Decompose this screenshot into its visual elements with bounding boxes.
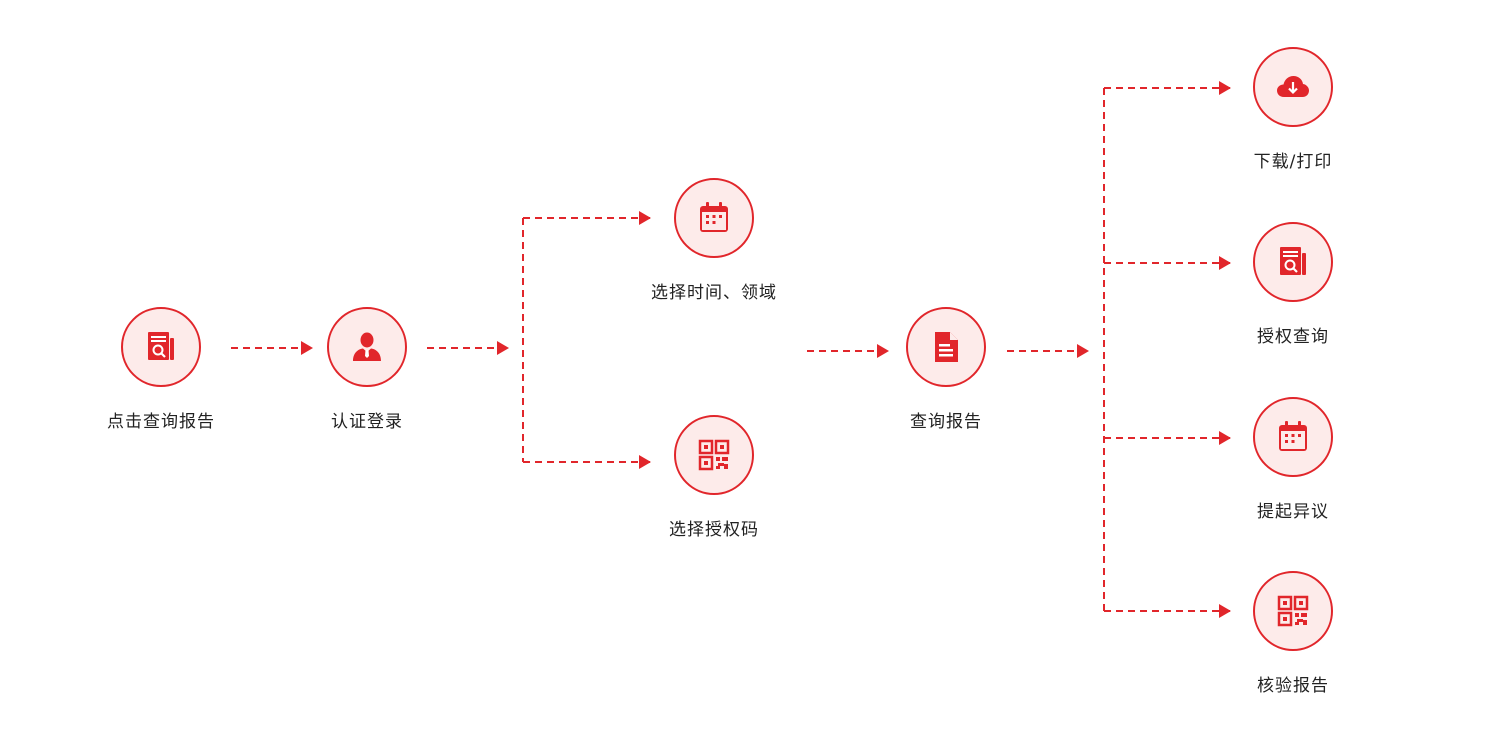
step-raise-objection[interactable]: 提起异议 xyxy=(1253,397,1333,522)
step-circle xyxy=(1253,47,1333,127)
report-search-icon xyxy=(1280,247,1306,275)
step-circle xyxy=(674,415,754,495)
cloud-download-icon xyxy=(1277,76,1309,97)
step-circle xyxy=(1253,397,1333,477)
step-circle xyxy=(327,307,407,387)
step-label: 核验报告 xyxy=(1257,676,1329,696)
qr-code-icon xyxy=(698,439,730,471)
step-query-report[interactable]: 查询报告 xyxy=(906,307,986,432)
step-label: 下载/打印 xyxy=(1253,152,1333,172)
step-circle xyxy=(1253,222,1333,302)
document-icon xyxy=(935,332,958,362)
report-search-icon xyxy=(148,332,174,360)
step-select-time-domain[interactable]: 选择时间、领域 xyxy=(651,178,776,303)
step-circle xyxy=(674,178,754,258)
qr-code-icon xyxy=(1277,595,1309,627)
step-label: 查询报告 xyxy=(910,412,982,432)
step-label: 授权查询 xyxy=(1257,327,1329,347)
calendar-icon xyxy=(700,202,728,232)
step-circle xyxy=(121,307,201,387)
calendar-icon xyxy=(1279,421,1307,451)
step-auth-query[interactable]: 授权查询 xyxy=(1253,222,1333,347)
step-verify-report[interactable]: 核验报告 xyxy=(1253,571,1333,696)
step-select-auth-code[interactable]: 选择授权码 xyxy=(669,415,758,540)
step-auth-login[interactable]: 认证登录 xyxy=(327,307,407,432)
user-icon xyxy=(353,332,381,361)
step-label: 提起异议 xyxy=(1257,502,1329,522)
step-circle xyxy=(906,307,986,387)
step-click-query-report[interactable]: 点击查询报告 xyxy=(107,307,214,432)
step-label: 选择时间、领域 xyxy=(651,283,777,303)
step-download-print[interactable]: 下载/打印 xyxy=(1253,47,1333,172)
step-circle xyxy=(1253,571,1333,651)
step-label: 认证登录 xyxy=(331,412,403,432)
step-label: 选择授权码 xyxy=(669,520,759,540)
step-label: 点击查询报告 xyxy=(107,412,215,432)
